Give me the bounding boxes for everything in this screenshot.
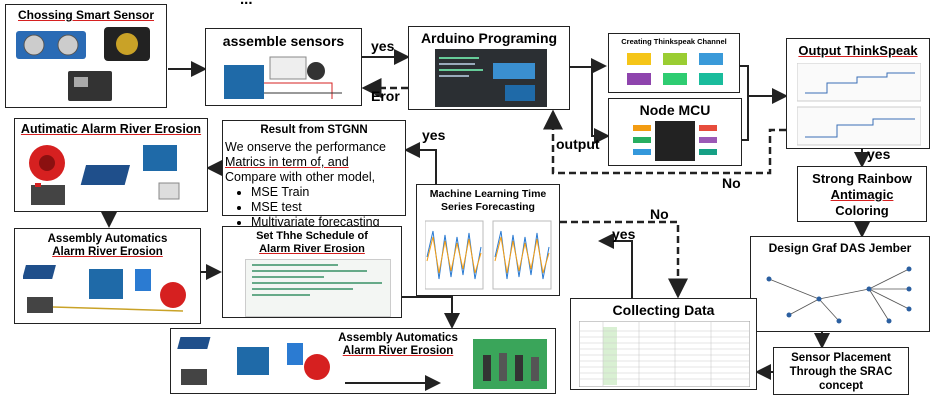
title-line: Assembly Automatics <box>47 233 168 245</box>
box-title: Sensor Placement Through the SRAC concep… <box>774 351 908 393</box>
box-collecting-data: Collecting Data <box>570 298 757 390</box>
bullet-item: MSE Train <box>251 185 386 200</box>
arrow-arduino-nodemcu <box>591 67 610 144</box>
data-table-image <box>579 321 750 387</box>
arrow-to-output <box>740 65 788 104</box>
title-line: Strong Rainbow <box>812 171 912 186</box>
arrow-schedule-assembly2 <box>402 296 460 329</box>
title-line: Alarm River Erosion <box>259 243 365 255</box>
box-ml-forecasting: Machine Learning Time Series Forecasting <box>416 184 560 296</box>
label-yes-output-strong: yes <box>867 146 891 162</box>
diagram-title: ... <box>240 0 253 8</box>
bullet-item: MSE test <box>251 200 386 215</box>
box-title: Arduino Programing <box>420 30 558 46</box>
bullet-item: Multivariate forecasting <box>251 215 386 230</box>
box-title: Machine Learning Time Series Forecasting <box>429 188 547 213</box>
box-title: Set Thhe Schedule of Alarm River Erosion <box>223 230 401 256</box>
result-bullets: MSE Train MSE test Multivariate forecast… <box>225 185 386 230</box>
arrow-collecting-ml <box>598 233 633 298</box>
title-line: Antimagic <box>830 187 894 202</box>
assembly-install-image <box>177 337 547 391</box>
label-yes-assemble-arduino: yes <box>371 38 395 54</box>
result-line: Compare with other model, <box>225 170 376 184</box>
title-line: Assembly Automatics <box>338 332 458 344</box>
label-yes-ml-result: yes <box>422 127 446 143</box>
title-text: Design Graf DAS Jember <box>768 241 912 255</box>
box-title: Collecting Data <box>612 302 715 318</box>
label-no-ml-collecting: No <box>650 206 669 222</box>
channel-flow-image <box>627 53 723 85</box>
arrow-nodemcu-output <box>742 96 749 141</box>
box-thinkspeak-channel: Creating Thinkspeak Channel <box>608 33 740 93</box>
title-line: concept <box>818 380 864 392</box>
arrow-ml-collecting-no <box>560 220 688 299</box>
title-line: Alarm River Erosion <box>342 345 454 357</box>
box-title: Output ThinkSpeak <box>798 43 918 58</box>
box-assembly-automatics-2: Assembly Automatics Alarm River Erosion <box>170 328 556 394</box>
box-design-graf: Design Graf DAS Jember <box>750 236 930 332</box>
result-line: Matrics in term of, and <box>225 155 349 169</box>
title-line: Coloring <box>835 203 889 218</box>
label-eror: Eror <box>371 88 400 104</box>
box-arduino-programing: Arduino Programing <box>408 26 570 110</box>
box-sensor-placement: Sensor Placement Through the SRAC concep… <box>773 347 909 395</box>
alarm-components-image <box>29 145 180 205</box>
arrow-output-loop <box>543 109 786 175</box>
label-no-output-loop: No <box>722 175 741 191</box>
circuit-image <box>224 56 342 99</box>
box-title: Assembly Automatics Alarm River Erosion <box>15 233 200 259</box>
result-text: We onserve the performance Matrics in te… <box>225 140 386 230</box>
title-line: Through the SRAC <box>789 366 893 378</box>
assembly-image <box>23 265 186 313</box>
title-line: Set Thhe Schedule of <box>256 230 368 242</box>
box-title: assemble sensors <box>222 33 345 49</box>
result-line: We onserve the performance <box>225 140 386 154</box>
box-title: Strong Rainbow Antimagic Coloring <box>798 171 926 219</box>
box-title: Creating Thinkspeak Channel <box>621 37 727 46</box>
box-output-thinkspeak: Output ThinkSpeak <box>786 38 930 149</box>
title-line: Sensor Placement <box>791 352 891 364</box>
box-assemble-sensors: assemble sensors <box>205 28 362 106</box>
box-result-stgnn: Result from STGNN We onserve the perform… <box>222 120 406 229</box>
box-node-mcu: Node MCU <box>608 98 742 166</box>
box-automatic-alarm: Autimatic Alarm River Erosion <box>14 118 208 212</box>
box-title: Result from STGNN <box>260 124 368 136</box>
box-strong-rainbow: Strong Rainbow Antimagic Coloring <box>797 166 927 222</box>
output-graph-image <box>797 63 921 146</box>
ide-image <box>435 49 547 107</box>
title-line: Alarm River Erosion <box>52 246 163 258</box>
forecast-plots-image <box>425 220 552 290</box>
box-assembly-automatics-1: Assembly Automatics Alarm River Erosion <box>14 228 201 324</box>
box-choosing-smart-sensor: Chossing Smart Sensor <box>5 4 167 108</box>
box-title: Assembly Automatics Alarm River Erosion <box>331 332 465 358</box>
arrow-arduino-split <box>570 58 607 74</box>
box-title: Node MCU <box>639 102 711 118</box>
sensors-image <box>16 27 150 101</box>
nodemcu-image <box>633 121 717 161</box>
label-output: output <box>556 136 600 152</box>
label-yes-collecting-ml: yes <box>612 226 636 242</box>
box-title: Chossing Smart Sensor <box>17 8 155 22</box>
graph-image <box>766 266 912 324</box>
box-title: Design Graf DAS Jember <box>751 241 929 255</box>
box-title: Autimatic Alarm River Erosion <box>20 122 202 136</box>
arrow-ml-result <box>404 142 437 184</box>
box-set-schedule: Set Thhe Schedule of Alarm River Erosion <box>222 226 402 318</box>
code-snippet-image <box>245 259 391 317</box>
